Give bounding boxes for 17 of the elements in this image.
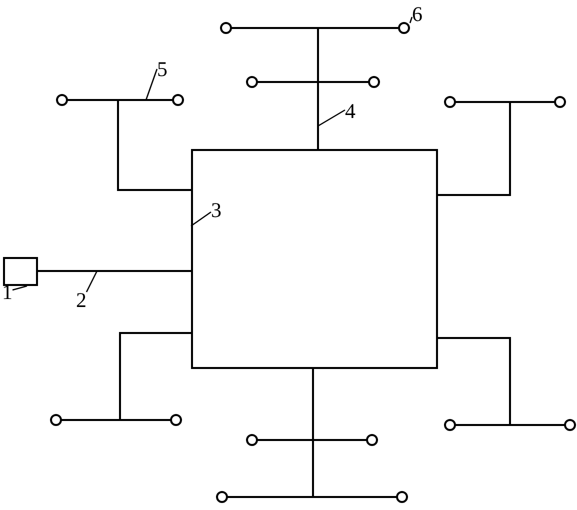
component-box <box>3 257 38 286</box>
callout-number: 1 <box>2 282 12 303</box>
callout-number: 5 <box>157 59 168 80</box>
callout-number: 2 <box>76 290 86 311</box>
leader-line <box>145 68 158 100</box>
pipe-line <box>38 270 191 272</box>
leader-line <box>12 285 28 291</box>
component-box <box>191 149 438 369</box>
callout-number: 4 <box>345 101 356 122</box>
leader-line <box>86 270 98 292</box>
pipe-line <box>317 27 398 149</box>
leader-line <box>318 109 346 127</box>
leader-line <box>409 16 413 24</box>
leader-line <box>190 211 212 227</box>
component-circle <box>398 22 410 34</box>
callout-number: 3 <box>211 200 222 221</box>
callout-number: 6 <box>412 4 422 25</box>
